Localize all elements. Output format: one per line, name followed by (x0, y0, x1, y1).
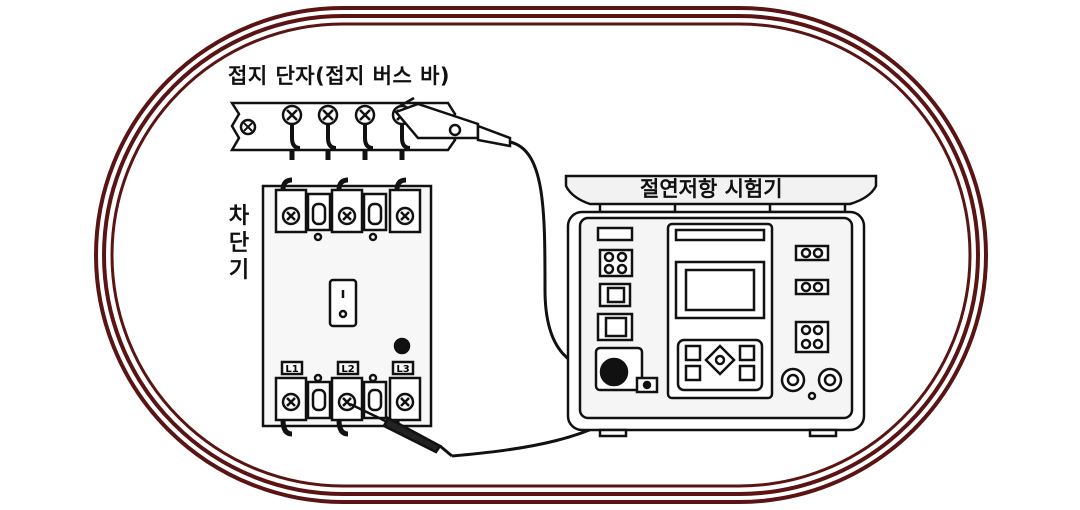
breaker-screw-icon (337, 206, 357, 226)
output-terminal-icon (794, 244, 830, 262)
banana-jack-icon (817, 367, 843, 393)
diagram-frame (94, 6, 988, 504)
tester-label: 절연저항 시험기 (640, 177, 783, 201)
bus-screw-icon (281, 104, 303, 150)
insulation-tester (564, 174, 878, 438)
breaker-screw-icon (281, 206, 301, 226)
terminal-label-l3: L3 (396, 364, 409, 375)
ground-bus-label: 접지 단자(접지 버스 바) (228, 64, 451, 88)
output-terminal-icon (794, 320, 830, 354)
circuit-breaker (261, 177, 433, 437)
power-socket-icon (596, 312, 634, 342)
output-terminal-icon (794, 278, 830, 296)
breaker-toggle (328, 278, 358, 328)
bus-screw-icon (317, 104, 339, 150)
bus-screw-icon (354, 104, 376, 150)
breaker-screw-icon (281, 392, 301, 412)
power-switch-icon (598, 282, 632, 308)
alligator-clip-icon (393, 96, 512, 148)
test-probe-icon (349, 402, 453, 458)
breaker-screw-icon (395, 206, 415, 226)
breaker-screw-icon (395, 392, 415, 412)
banana-jack-icon (780, 367, 806, 393)
breaker-label: 차단기 (228, 204, 250, 283)
fuse-block-icon (598, 248, 634, 278)
breaker-reset-icon (393, 337, 411, 355)
serial-port-icon (596, 226, 634, 242)
breaker-screw-icon (337, 392, 357, 412)
hv-jack-icon (599, 357, 629, 387)
terminal-label-l1: L1 (285, 364, 298, 375)
terminal-label-l2: L2 (341, 364, 354, 375)
